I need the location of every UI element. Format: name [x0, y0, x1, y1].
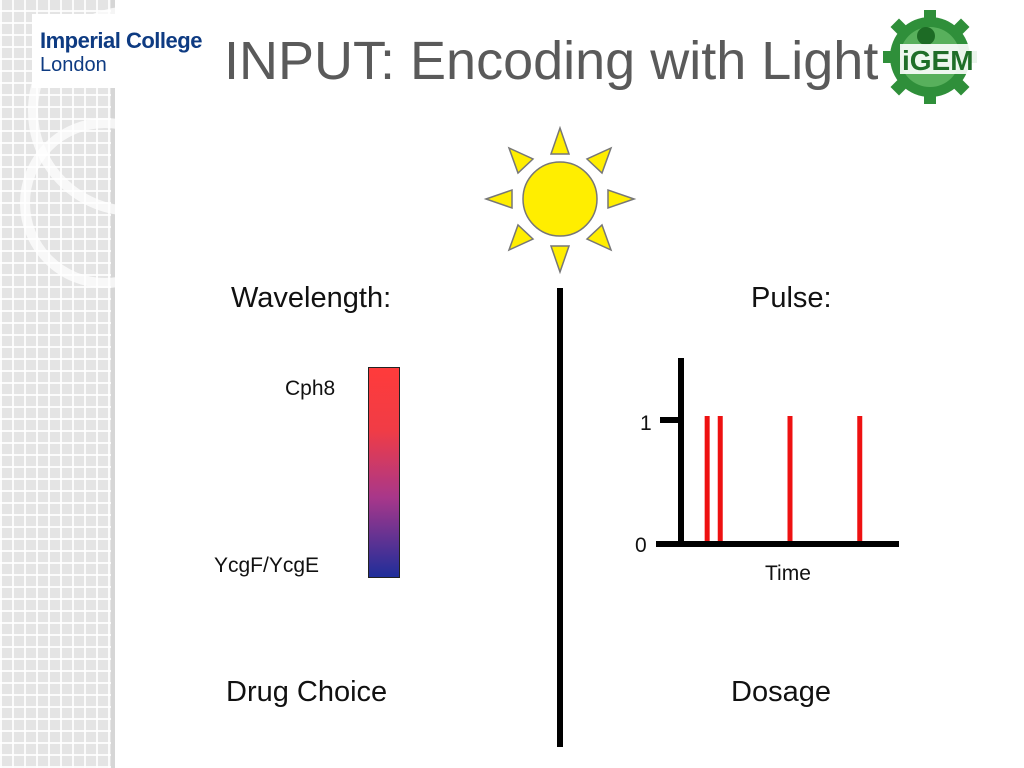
igem-logo-text: iGEM	[902, 45, 974, 76]
imperial-college-logo: Imperial College London	[32, 14, 202, 88]
logo-line-1: Imperial College	[40, 28, 202, 53]
y-tick-label-1: 1	[640, 412, 652, 435]
decorative-ring	[20, 118, 190, 288]
wavelength-gradient-bar	[368, 367, 400, 578]
pulse-heading: Pulse:	[751, 282, 832, 314]
y-tick-label-0: 0	[635, 534, 647, 557]
sidebar-edge	[111, 0, 115, 768]
cph8-label: Cph8	[285, 377, 336, 400]
drug-choice-label: Drug Choice	[226, 676, 388, 708]
logo-line-2: London	[40, 54, 107, 76]
center-divider	[557, 288, 563, 747]
igem-logo: iGEM	[883, 10, 1010, 104]
x-axis-label: Time	[765, 562, 811, 585]
dosage-label: Dosage	[731, 676, 831, 708]
ycgf-ycge-label: YcgF/YcgE	[214, 554, 320, 577]
slide-title: INPUT: Encoding with Light	[224, 31, 879, 91]
wavelength-heading: Wavelength:	[231, 282, 392, 314]
